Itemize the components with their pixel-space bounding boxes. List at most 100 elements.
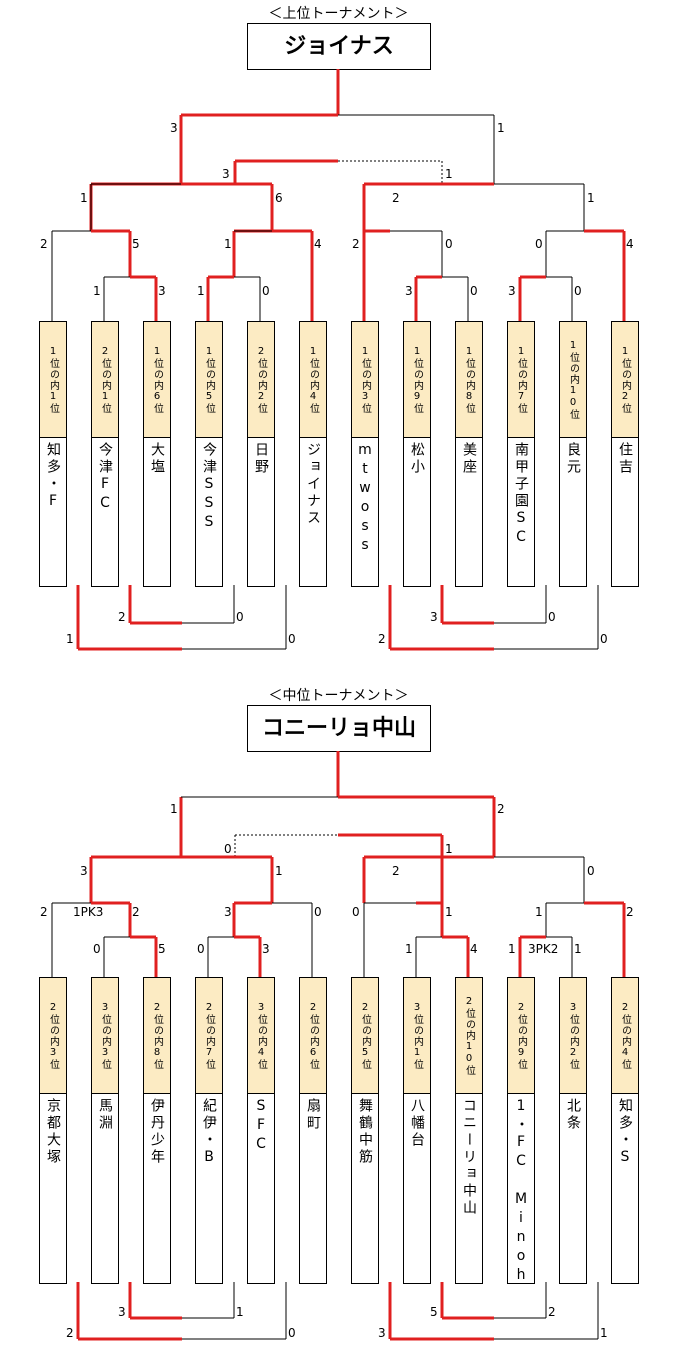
- consolation-score: 3: [118, 1305, 126, 1319]
- seed-label: 1位の内3位: [352, 322, 378, 438]
- team-name: 北条: [560, 1094, 586, 1283]
- team-name: 京都大塚: [40, 1094, 66, 1283]
- seed-label: 3位の内1位: [404, 978, 430, 1094]
- consolation-score: 0: [288, 632, 296, 646]
- seed-label: 2位の内3位: [40, 978, 66, 1094]
- final-score-right: 1: [497, 121, 505, 135]
- r1-score-left: 0: [93, 942, 101, 956]
- team-name: 伊丹少年: [144, 1094, 170, 1283]
- sf-score-right: 1: [587, 191, 595, 205]
- team-card: 2位の内10位コニーリョ中山: [455, 977, 483, 1284]
- team-name: 扇町: [300, 1094, 326, 1283]
- seed-label: 2位の内9位: [508, 978, 534, 1094]
- consolation-score: 3: [378, 1326, 386, 1340]
- r1-score-right: 5: [158, 942, 166, 956]
- team-card: 1位の内10位良元: [559, 321, 587, 587]
- third-score-right: 1: [445, 167, 453, 181]
- qf-score-left: 2: [40, 905, 48, 919]
- team-card: 1位の内6位大塩: [143, 321, 171, 587]
- team-card: 2位の内7位紀伊・B: [195, 977, 223, 1284]
- consolation-score: 1: [236, 1305, 244, 1319]
- team-name: 1・FC Minoh: [508, 1094, 534, 1286]
- seed-label: 2位の内2位: [248, 322, 274, 438]
- team-card: 1位の内8位美座: [455, 321, 483, 587]
- seed-label: 1位の内8位: [456, 322, 482, 438]
- qf-score-right: 1: [445, 905, 453, 919]
- team-card: 2位の内3位京都大塚: [39, 977, 67, 1284]
- team-card: 1位の内5位今津SSS: [195, 321, 223, 587]
- team-card: 2位の内2位日野: [247, 321, 275, 587]
- final-score-right: 2: [497, 802, 505, 816]
- team-name: 舞鶴中筋: [352, 1094, 378, 1283]
- team-name: 美座: [456, 438, 482, 586]
- sf-score-right: 1: [275, 864, 283, 878]
- team-name: 今津FC: [92, 438, 118, 586]
- seed-label: 1位の内4位: [300, 322, 326, 438]
- qf-score-right: 2: [626, 905, 634, 919]
- team-name: 住吉: [612, 438, 638, 586]
- seed-label: 2位の内7位: [196, 978, 222, 1094]
- seed-label: 1位の内9位: [404, 322, 430, 438]
- consolation-score: 0: [236, 610, 244, 624]
- seed-label: 2位の内6位: [300, 978, 326, 1094]
- team-card: 2位の内8位伊丹少年: [143, 977, 171, 1284]
- team-name: 今津SSS: [196, 438, 222, 586]
- consolation-score: 2: [548, 1305, 556, 1319]
- team-card: 1位の内4位ジョイナス: [299, 321, 327, 587]
- team-name: 知多・S: [612, 1094, 638, 1283]
- r4-score-left: 3: [508, 284, 516, 298]
- seed-label: 1位の内5位: [196, 322, 222, 438]
- seed-label: 1位の内7位: [508, 322, 534, 438]
- team-name: 良元: [560, 438, 586, 586]
- r3-score-right: 4: [470, 942, 478, 956]
- middle-heading: ＜中位トーナメント＞: [268, 688, 409, 704]
- qf-score-left: 2: [352, 237, 360, 251]
- r3-score-left: 3: [405, 284, 413, 298]
- team-name: 大塩: [144, 438, 170, 586]
- qf-score-right: 0: [445, 237, 453, 251]
- r2-score-left: 0: [197, 942, 205, 956]
- team-name: 八幡台: [404, 1094, 430, 1283]
- seed-label: 2位の内5位: [352, 978, 378, 1094]
- upper-heading: ＜上位トーナメント＞: [268, 6, 409, 22]
- qf-score-right: 2: [132, 905, 140, 919]
- seed-label: 2位の内8位: [144, 978, 170, 1094]
- consolation-score: 0: [548, 610, 556, 624]
- seed-label: 1位の内6位: [144, 322, 170, 438]
- consolation-score: 1: [600, 1326, 608, 1340]
- third-score-left: 3: [222, 167, 230, 181]
- team-card: 2位の内5位舞鶴中筋: [351, 977, 379, 1284]
- qf-pk: 1PK3: [73, 905, 104, 919]
- team-name: 馬淵: [92, 1094, 118, 1283]
- team-card: 3位の内3位馬淵: [91, 977, 119, 1284]
- team-name: コニーリョ中山: [456, 1094, 482, 1283]
- team-card: 3位の内2位北条: [559, 977, 587, 1284]
- team-card: 1位の内2位住吉: [611, 321, 639, 587]
- qf-score-left: 0: [352, 905, 360, 919]
- team-name: 南甲子園SC: [508, 438, 534, 586]
- sf-score-left: 2: [392, 864, 400, 878]
- r2-score-left: 1: [197, 284, 205, 298]
- seed-label: 1位の内1位: [40, 322, 66, 438]
- r1-score-right: 3: [158, 284, 166, 298]
- r3-score-right: 0: [470, 284, 478, 298]
- r4-pk: 3PK2: [528, 942, 559, 956]
- r1-score-left: 1: [93, 284, 101, 298]
- final-score-left: 1: [170, 802, 178, 816]
- consolation-score: 2: [118, 610, 126, 624]
- seed-label: 1位の内10位: [560, 322, 586, 438]
- seed-label: 2位の内4位: [612, 978, 638, 1094]
- qf-score-left: 0: [535, 237, 543, 251]
- r3-score-left: 1: [405, 942, 413, 956]
- seed-label: 1位の内2位: [612, 322, 638, 438]
- team-name: mtwoss: [352, 438, 378, 586]
- sf-score-left: 2: [392, 191, 400, 205]
- third-score-right: 1: [445, 842, 453, 856]
- seed-label: 2位の内1位: [92, 322, 118, 438]
- qf-score-right: 5: [132, 237, 140, 251]
- qf-score-left: 2: [40, 237, 48, 251]
- r4-score-right: 1: [574, 942, 582, 956]
